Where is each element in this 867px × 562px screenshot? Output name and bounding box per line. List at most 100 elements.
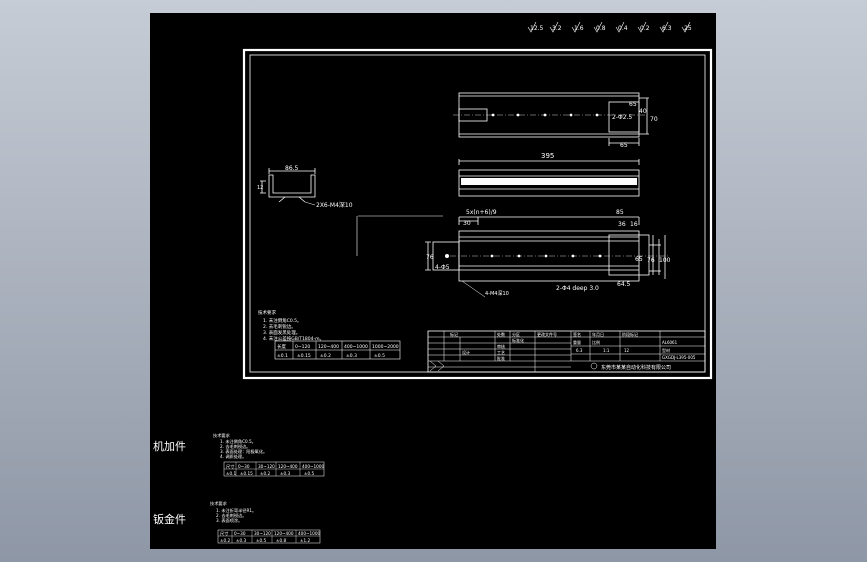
technical-notes: 技术要求 1. 未注倒角C0.5。 2. 去毛刺锐边。 3. 表面发黑处理。 4… <box>258 309 324 342</box>
table-header: 400~1000 <box>298 531 320 536</box>
logo-mark <box>590 362 598 370</box>
title-cell: 标记 <box>450 331 458 337</box>
top-view: 65 40 2-Φ2.5 65 70 <box>453 92 658 149</box>
table-header: 尺寸 <box>220 530 228 537</box>
table-cell: ±1.2 <box>300 538 311 543</box>
sheetmetal-label: 钣金件 <box>153 512 186 526</box>
title-cell: 年月日 <box>592 331 604 337</box>
dim-label: 100 <box>659 257 671 264</box>
drawing-sheet[interactable]: 12.5 3.2 1.6 0.8 0.4 0.2 6.3 25 65 40 2-… <box>150 13 716 549</box>
title-cell: 工艺 <box>497 350 505 355</box>
dim-label: 2-Φ4 deep 3.0 <box>556 285 599 292</box>
dim-label: 4-M4深10 <box>485 290 509 297</box>
title-cell: 比例 <box>592 339 600 345</box>
table-header: 120~400 <box>278 464 298 469</box>
notes-title: 技术要求 <box>258 309 276 316</box>
note-line: 4. 未注公差按GB/T1804-m。 <box>263 335 324 342</box>
roughness-symbol: 0.8 <box>596 25 606 32</box>
table-header: 400~1000 <box>302 464 324 469</box>
dim-label: 5x(n+6)/9 <box>466 209 497 216</box>
table-cell: ±0.2 <box>220 538 231 543</box>
title-value: GXGDJ-L395-005 <box>662 355 696 360</box>
table-header: 0~120 <box>295 344 310 350</box>
table-cell: ±0.3 <box>346 353 357 359</box>
table-cell: ±0.3 <box>280 471 291 476</box>
note-line: 2. 去毛刺锐边。 <box>216 512 246 519</box>
title-cell: 审核 <box>497 343 505 349</box>
title-cell: 签名 <box>573 331 581 337</box>
cad-drawing: 12.5 3.2 1.6 0.8 0.4 0.2 6.3 25 65 40 2-… <box>153 21 713 544</box>
table-header: 0~30 <box>234 531 246 536</box>
title-cell: 更改文件号 <box>537 331 557 337</box>
dim-label: 2-Φ2.5 <box>612 114 632 121</box>
table-header: 120~400 <box>318 344 339 350</box>
dim-label: 4-Φ5 <box>435 264 450 271</box>
outer-frame <box>242 48 713 380</box>
notes-title: 技术要求 <box>210 500 228 507</box>
roughness-symbol: 1.6 <box>574 25 584 32</box>
note-line: 3. 表面处理：阳极氧化。 <box>220 448 267 455</box>
table-cell: ±0.15 <box>297 353 311 359</box>
dim-label: 76 <box>426 254 434 261</box>
table-header: 长度 <box>277 343 286 350</box>
title-cell: 处数 <box>497 331 505 337</box>
title-value: 6.3 <box>576 348 583 353</box>
table-cell: ±0.3 <box>236 538 247 543</box>
section-view: 86.5 12 2X6-M4深10 <box>257 165 353 209</box>
table-cell: ±0.5 <box>304 471 315 476</box>
dim-label: 30 <box>463 220 471 227</box>
roughness-symbol: 0.4 <box>618 25 628 32</box>
title-cell: 重量 <box>573 339 581 345</box>
dim-label: 76 <box>647 257 655 264</box>
table-header: 120~400 <box>274 531 294 536</box>
tolerance-table: 长度 0~120 120~400 400~1000 1000~2000 ±0.1… <box>274 340 401 360</box>
note-line: 2. 去毛刺锐边。 <box>220 443 250 450</box>
table-header: 0~30 <box>238 464 250 469</box>
dim-label: 12 <box>257 185 263 191</box>
dim-label: 65 <box>635 256 643 263</box>
table-header: 尺寸 <box>226 463 234 470</box>
dim-label: 16 <box>630 221 638 228</box>
roughness-symbol: 12.5 <box>530 25 544 32</box>
table-cell: ±0.2 <box>320 353 331 359</box>
leader-line <box>356 215 443 256</box>
dim-label: 64.5 <box>617 281 631 288</box>
dim-label: 65 <box>620 142 628 149</box>
dim-label: 2X6-M4深10 <box>316 201 353 209</box>
table-cell: ±0.15 <box>240 471 253 476</box>
dim-label: 36 <box>618 221 626 228</box>
dim-label: 85 <box>616 209 624 216</box>
roughness-symbol: 0.2 <box>640 25 650 32</box>
front-view: 5x(n+6)/9 85 30 36 16 76 4-Φ5 65 76 100 … <box>425 209 671 298</box>
title-value: 12 <box>624 348 630 353</box>
note-line: 4. 调质处理。 <box>220 453 246 460</box>
table-header: 30~120 <box>254 531 271 536</box>
machined-label: 机加件 <box>153 439 186 453</box>
table-header: 1000~2000 <box>372 344 399 350</box>
table-cell: ±0.1 <box>277 353 288 359</box>
roughness-symbol: 6.3 <box>662 25 672 32</box>
notes-title: 技术要求 <box>213 432 231 439</box>
note-line: 1. 未注倒角C0.5。 <box>263 317 302 324</box>
title-cell: 批准 <box>497 355 505 361</box>
dim-label: 40 <box>639 108 647 115</box>
table-cell: ±0.8 <box>276 538 287 543</box>
dim-label: 395 <box>541 152 554 160</box>
note-line: 1. 未注折弯半径R1。 <box>216 507 256 514</box>
title-cell: 设计 <box>462 349 470 355</box>
title-value: AL6061 <box>662 340 678 345</box>
table-cell: ±0.1 <box>226 471 237 476</box>
side-view: 395 <box>458 152 640 197</box>
title-value: 型材 <box>662 347 670 353</box>
dim-label: 65 <box>629 101 637 108</box>
table-header: 30~120 <box>258 464 275 469</box>
table-header: 400~1000 <box>344 344 368 350</box>
title-cell: 标准化 <box>512 337 524 343</box>
roughness-symbol: 25 <box>684 25 692 32</box>
projection-symbol <box>429 360 445 372</box>
title-cell: 阶段标记 <box>622 331 638 337</box>
sheetmetal-parts-block: 钣金件 技术要求 1. 未注折弯半径R1。 2. 去毛刺锐边。 3. 表面喷涂。… <box>153 500 320 544</box>
note-line: 3. 表面喷涂。 <box>216 517 242 524</box>
note-line: 1. 未注倒角C0.5。 <box>220 438 256 445</box>
title-cell: 分区 <box>512 331 520 337</box>
